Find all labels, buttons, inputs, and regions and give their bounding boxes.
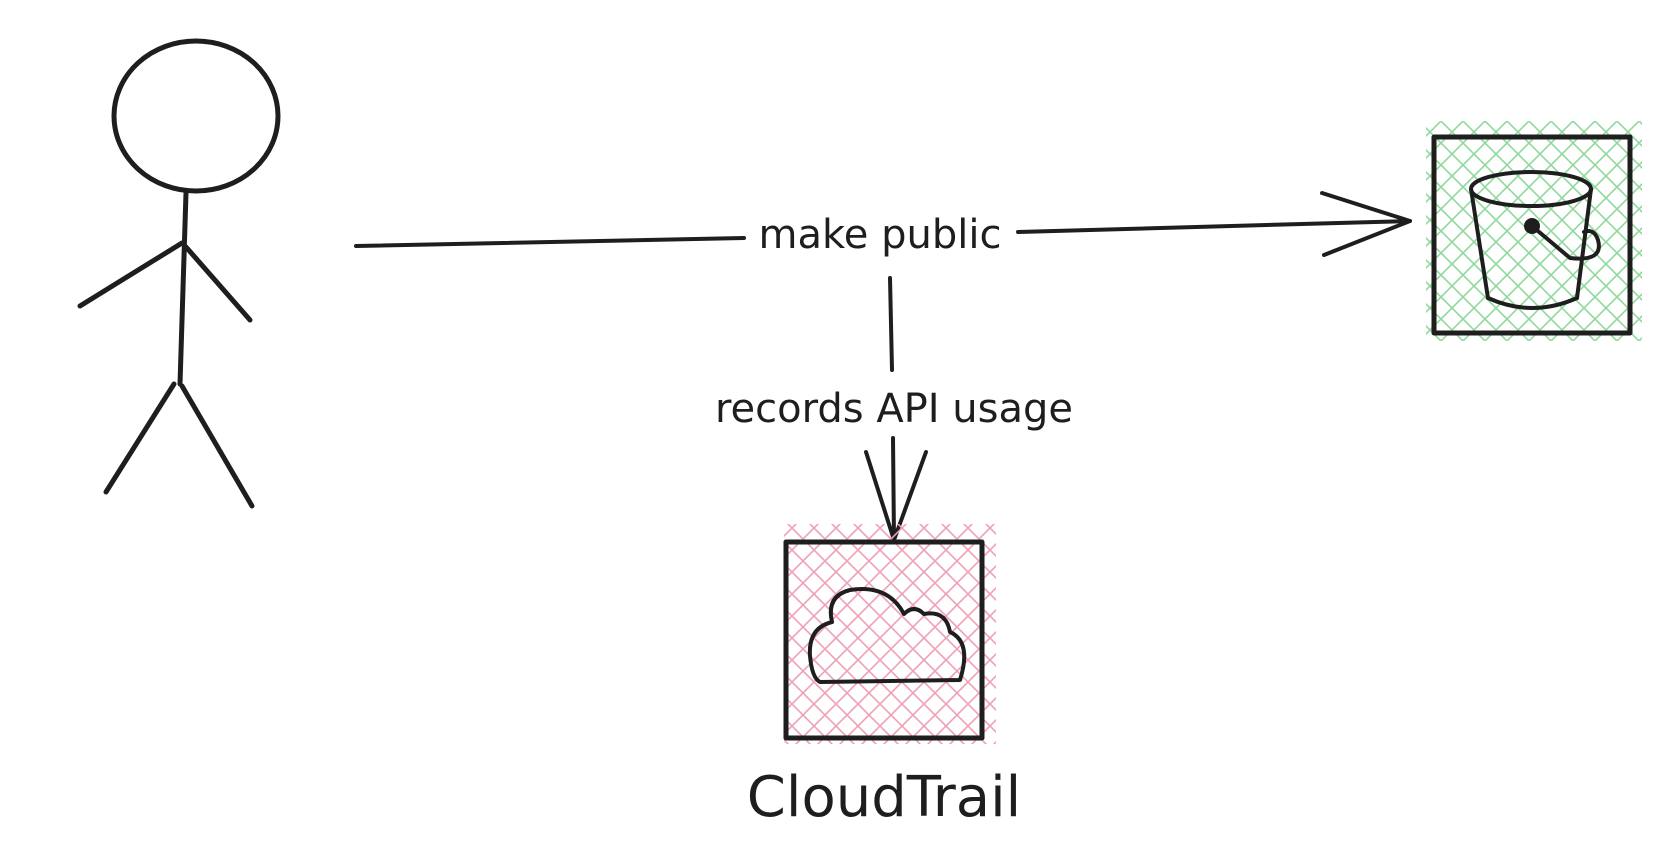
records-api-usage-label: records API usage <box>715 386 1073 432</box>
person-left-leg <box>103 381 177 495</box>
make-public-line-right <box>1016 219 1412 234</box>
cloudtrail-box <box>783 539 985 741</box>
cloudtrail-node[interactable] <box>783 524 996 744</box>
person-head <box>111 38 281 194</box>
records-line-top <box>888 276 894 372</box>
make-public-label: make public <box>759 212 1002 258</box>
s3-bucket-box <box>1431 134 1633 336</box>
cloudtrail-label: CloudTrail <box>747 765 1021 830</box>
person-icon[interactable] <box>77 38 281 509</box>
person-right-leg <box>179 383 255 509</box>
person-body <box>177 190 189 387</box>
make-public-arrow[interactable] <box>354 191 1412 257</box>
make-public-line-left <box>354 236 746 248</box>
make-public-arrowhead <box>1320 191 1412 257</box>
cloudtrail-hatch <box>784 524 996 744</box>
cloud-icon <box>807 587 967 684</box>
person-left-arm <box>77 240 185 309</box>
person-right-arm <box>183 244 253 323</box>
s3-bucket-icon <box>1469 170 1601 310</box>
s3-bucket-node[interactable] <box>1426 121 1642 341</box>
records-line-bottom <box>891 436 896 542</box>
